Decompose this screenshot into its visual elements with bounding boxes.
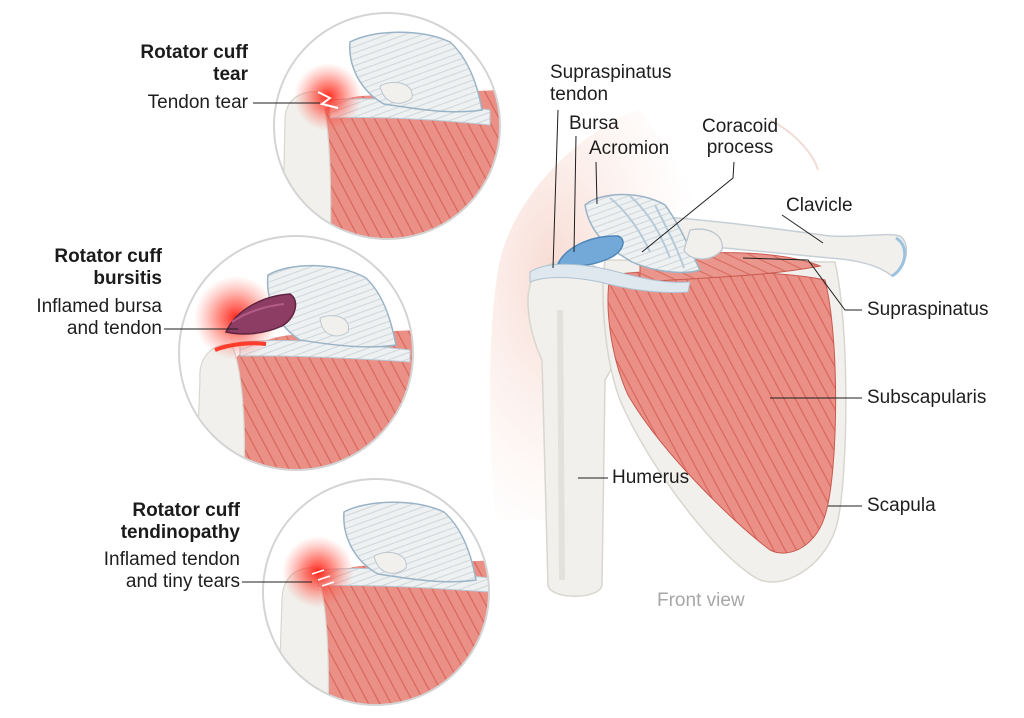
- label-coracoid-line1: Coracoid: [701, 116, 779, 137]
- label-subscapularis: Subscapularis: [867, 387, 987, 408]
- inset-2-title-line2: bursitis: [93, 268, 162, 289]
- label-supraspinatus-tendon-line1: Supraspinatus: [550, 62, 672, 83]
- label-coracoid-line2: process: [706, 137, 774, 158]
- label-bursa: Bursa: [569, 113, 619, 134]
- humerus-bone: [527, 260, 623, 597]
- main-leader-lines: [552, 109, 862, 507]
- label-supraspinatus: Supraspinatus: [867, 299, 989, 320]
- inset-bursitis: [178, 235, 414, 471]
- inset-3-desc-line1: Inflamed tendon: [103, 549, 240, 570]
- inset-3-title-line2: tendinopathy: [120, 522, 240, 543]
- inset-3-desc-line2: and tiny tears: [125, 571, 240, 592]
- inset-tendinopathy: [262, 478, 490, 706]
- inset-tear: [273, 12, 501, 240]
- main-shoulder-illustration: [490, 110, 908, 597]
- inset-2-desc-line1: Inflamed bursa: [36, 296, 162, 317]
- inset-2-title-line1: Rotator cuff: [54, 246, 162, 267]
- coracoid-process: [683, 228, 723, 260]
- inset-1-title-line2: tear: [213, 64, 248, 85]
- label-supraspinatus-tendon-line2: tendon: [550, 84, 609, 105]
- inset-3-title-line1: Rotator cuff: [132, 500, 240, 521]
- inset-leader-lines: [164, 102, 320, 583]
- label-humerus: Humerus: [612, 467, 690, 488]
- inset-1-title-line1: Rotator cuff: [140, 42, 248, 63]
- subscapularis-muscle: [607, 270, 837, 554]
- inset-1-desc: Tendon tear: [147, 92, 248, 113]
- supraspinatus-tendon: [529, 263, 691, 293]
- label-clavicle: Clavicle: [786, 195, 853, 216]
- view-caption: Front view: [657, 590, 745, 611]
- label-acromion: Acromion: [589, 138, 670, 159]
- inset-2-desc-line2: and tendon: [66, 318, 162, 339]
- label-scapula: Scapula: [867, 495, 936, 516]
